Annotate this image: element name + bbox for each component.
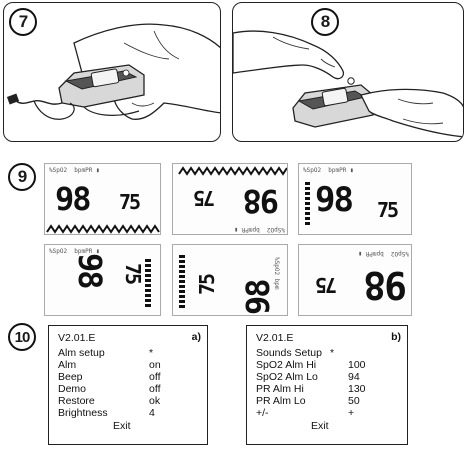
- pr-reading: 75: [194, 186, 215, 210]
- menu-item-label: SpO2 Alm Hi: [256, 359, 317, 371]
- pleth-waveform: [46, 224, 160, 234]
- step-number-8: 8: [311, 8, 339, 36]
- menu-item-value: off: [149, 371, 161, 383]
- pr-reading: 75: [119, 190, 141, 214]
- menu-item-value: +: [348, 407, 355, 419]
- pr-reading: 75: [377, 198, 399, 222]
- menu-item-value: 94: [348, 371, 360, 383]
- menu-item-label: Demo: [58, 383, 87, 395]
- menu-tag: b): [391, 331, 401, 343]
- display-rotated-5: 75 98 %SpO2 bpm: [172, 244, 288, 316]
- version-label: V2.01.E: [256, 332, 294, 344]
- finger-insert-illustration: [6, 23, 220, 120]
- step-number-9: 9: [8, 163, 36, 191]
- menu-item-value: *: [330, 347, 335, 359]
- menu-item-label: Alm: [58, 359, 77, 371]
- menu-item-label: +/-: [256, 407, 269, 419]
- menu-item-label: Restore: [58, 395, 95, 407]
- display-inverted-2: %SpO2 bpmPR ▮ 98 75: [172, 163, 288, 235]
- spo2-reading: 98: [365, 263, 407, 307]
- menu-item-label: Beep: [58, 371, 83, 383]
- pleth-waveform: [178, 166, 287, 176]
- pulse-bar: [145, 259, 151, 309]
- spo2-reading: 98: [244, 182, 279, 220]
- menu-tag: a): [191, 331, 201, 343]
- menu-item-value: off: [149, 383, 161, 395]
- spo2-reading: 98: [239, 280, 277, 315]
- spo2-reading: 98: [315, 180, 354, 220]
- alarm-setup-menu: a) V2.01.E Alm setup * Alm on Beep off D…: [48, 325, 208, 445]
- step-8-panel: 8: [232, 2, 464, 142]
- spo2-reading: 98: [55, 180, 92, 218]
- press-button-illustration: [233, 30, 463, 138]
- menu-item-value: *: [149, 347, 154, 359]
- pulse-bar: [179, 255, 185, 309]
- display-inverted-6: %SpO2 bpmPR ▮ 98 75: [298, 244, 412, 316]
- exit-item[interactable]: Exit: [311, 420, 329, 432]
- pr-reading: 75: [195, 274, 219, 295]
- step-7-panel: 7: [3, 2, 221, 142]
- display-bar-3: %SpO2 bpmPR ▮ 98 75: [298, 163, 412, 235]
- pr-reading: 75: [121, 263, 145, 284]
- menu-item-label: Brightness: [58, 407, 108, 419]
- pulse-bar: [305, 182, 310, 226]
- menu-item-value: ok: [149, 395, 161, 407]
- menu-item-value: 4: [149, 407, 155, 419]
- display-rotated-4: %SpO2 bpmPR ▮ 98 75: [44, 244, 161, 316]
- menu-item-value: 100: [348, 359, 366, 371]
- exit-item[interactable]: Exit: [113, 420, 131, 432]
- menu-item-label: Sounds Setup: [256, 347, 322, 359]
- spo2-reading: 98: [71, 253, 109, 288]
- step-number-10: 10: [8, 323, 36, 351]
- menu-item-label: Alm setup: [58, 347, 105, 359]
- menu-item-value: on: [149, 359, 161, 371]
- menu-item-label: PR Alm Lo: [256, 395, 306, 407]
- menu-item-label: PR Alm Hi: [256, 383, 304, 395]
- display-normal-1: %SpO2 bpmPR ▮ 98 75: [44, 163, 161, 235]
- step-number-7: 7: [9, 8, 37, 36]
- menu-item-value: 130: [348, 383, 366, 395]
- version-label: V2.01.E: [58, 332, 96, 344]
- pr-reading: 75: [316, 273, 337, 297]
- sounds-setup-menu: b) V2.01.E Sounds Setup * SpO2 Alm Hi 10…: [246, 325, 408, 445]
- menu-item-value: 50: [348, 395, 360, 407]
- menu-item-label: SpO2 Alm Lo: [256, 371, 318, 383]
